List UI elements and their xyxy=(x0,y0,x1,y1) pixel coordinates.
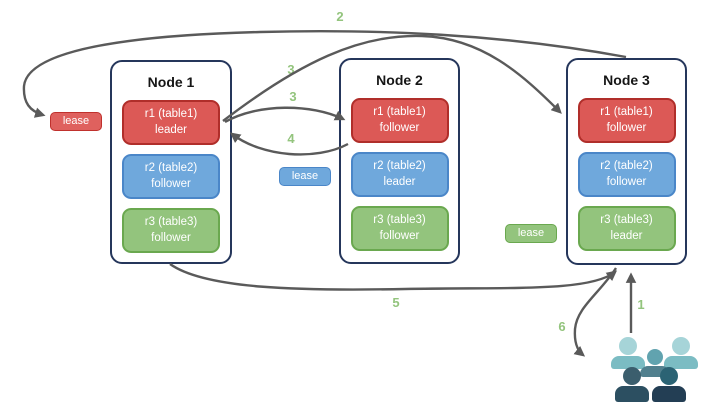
step-label-3b: 3 xyxy=(289,89,297,104)
replica-range: r2 (table2) xyxy=(144,162,198,175)
replica-range: r2 (table2) xyxy=(373,160,426,173)
replica-range: r1 (table1) xyxy=(144,108,198,121)
lease-badge-blue: lease xyxy=(279,167,331,186)
node-1: Node 1 r1 (table1) leader r2 (table2) fo… xyxy=(110,60,232,264)
replica-r2-node2: r2 (table2) leader xyxy=(350,152,449,197)
replica-role: follower xyxy=(151,231,191,244)
lease-badge-green: lease xyxy=(505,224,557,243)
node-title: Node 3 xyxy=(603,72,650,88)
node-3: Node 3 r1 (table1) follower r2 (table2) … xyxy=(566,58,687,265)
replica-r1-node1: r1 (table1) leader xyxy=(122,100,220,145)
replica-role: follower xyxy=(379,229,420,242)
replica-r1-node3: r1 (table1) follower xyxy=(577,98,676,143)
step-label-2: 2 xyxy=(336,9,344,24)
replica-role: follower xyxy=(151,177,191,190)
replica-range: r3 (table3) xyxy=(373,214,426,227)
replica-role: follower xyxy=(606,121,647,134)
replica-range: r3 (table3) xyxy=(600,214,653,227)
replica-role: follower xyxy=(379,121,420,134)
replica-range: r1 (table1) xyxy=(600,106,653,119)
replica-role: follower xyxy=(606,175,647,188)
replica-range: r3 (table3) xyxy=(144,216,198,229)
node-2: Node 2 r1 (table1) follower r2 (table2) … xyxy=(339,58,460,264)
node-title: Node 2 xyxy=(376,72,423,88)
step-label-4: 4 xyxy=(287,131,295,146)
step-label-6: 6 xyxy=(558,319,566,334)
arrow-step-6-node3-to-users xyxy=(573,267,618,357)
step-label-5: 5 xyxy=(392,295,400,310)
replica-r3-node2: r3 (table3) follower xyxy=(350,206,449,251)
replica-r3-node1: r3 (table3) follower xyxy=(122,208,220,253)
replica-role: leader xyxy=(383,175,416,188)
replica-r1-node2: r1 (table1) follower xyxy=(350,98,449,143)
replica-role: leader xyxy=(155,123,187,136)
replica-range: r2 (table2) xyxy=(600,160,653,173)
replica-r3-node3: r3 (table3) leader xyxy=(577,206,676,251)
node-title: Node 1 xyxy=(147,74,195,90)
replica-r2-node1: r2 (table2) follower xyxy=(122,154,220,199)
arrow-step-3-to-node2 xyxy=(224,106,346,124)
replica-role: leader xyxy=(610,229,643,242)
replica-range: r1 (table1) xyxy=(373,106,426,119)
step-label-3a: 3 xyxy=(287,62,295,77)
lease-badge-red: lease xyxy=(50,112,102,131)
replica-r2-node3: r2 (table2) follower xyxy=(577,152,676,197)
arrow-step-5-node1-to-node3 xyxy=(169,263,618,291)
step-label-1: 1 xyxy=(637,297,645,312)
